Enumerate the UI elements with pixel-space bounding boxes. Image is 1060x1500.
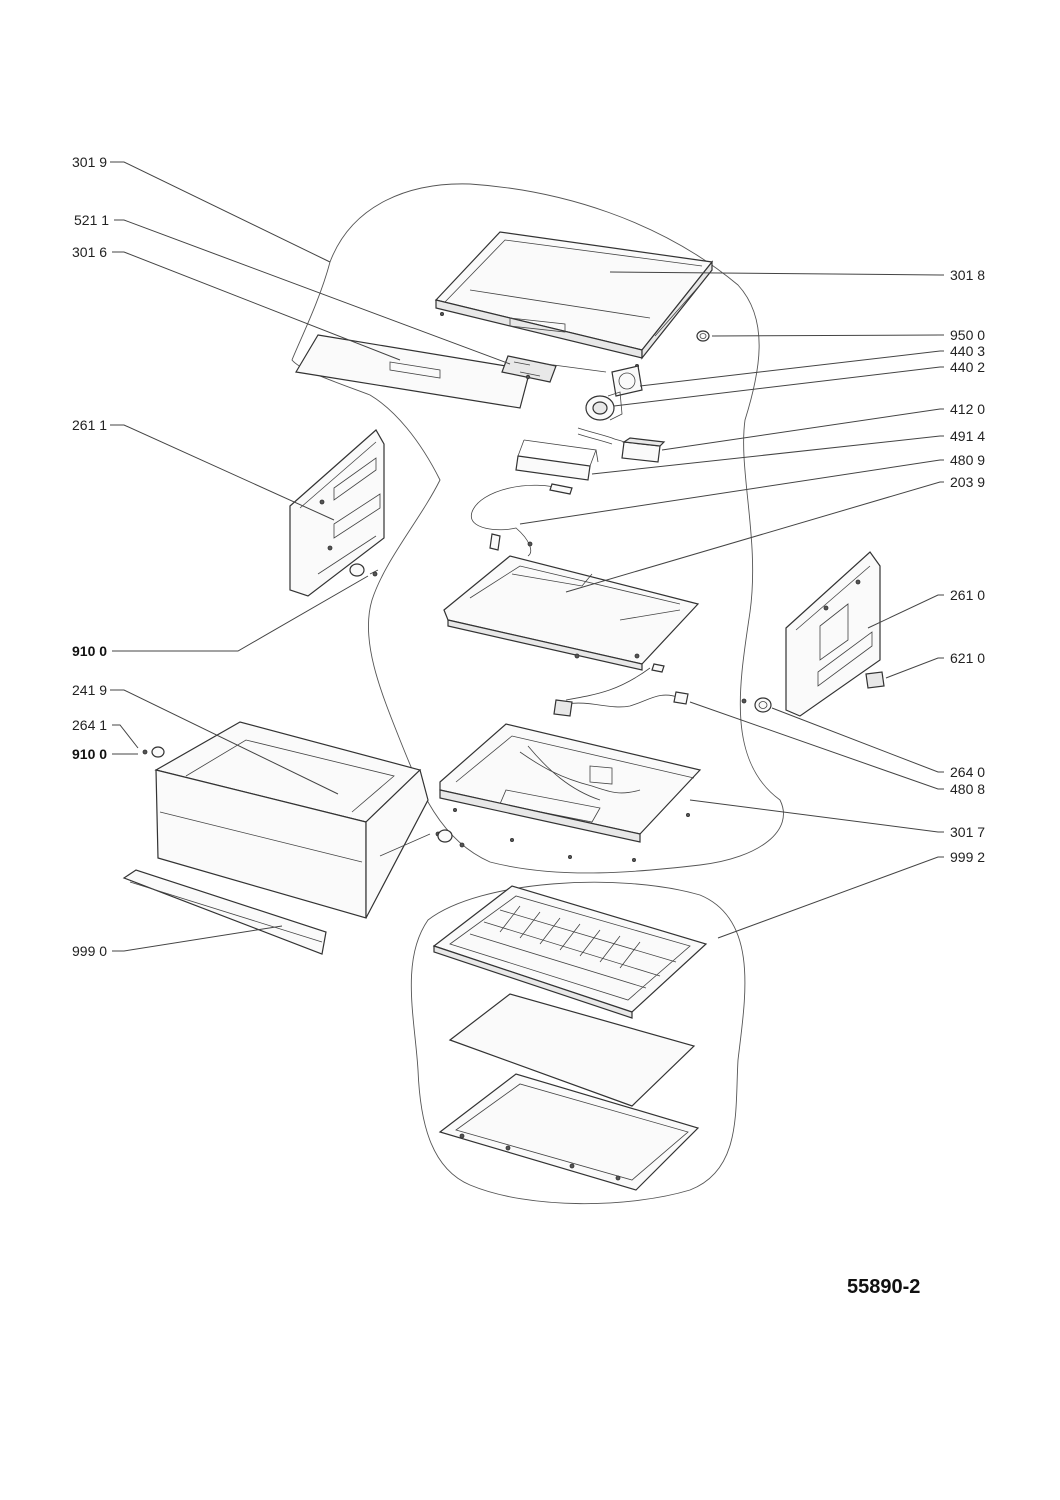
label-521-1: 521 1: [74, 212, 109, 228]
label-999-0: 999 0: [72, 943, 107, 959]
wiring-harness-part: [553, 663, 689, 717]
label-440-3: 440 3: [950, 343, 985, 359]
label-910-0-upper: 910 0: [72, 643, 107, 659]
heater-part: [577, 427, 625, 445]
label-480-9: 480 9: [950, 452, 985, 468]
label-480-8: 480 8: [950, 781, 985, 797]
evaporator-cover-part: [443, 555, 700, 671]
connector-box-part: [621, 437, 666, 463]
clip-part: [865, 671, 885, 689]
shelf-grille-part: [432, 885, 708, 1019]
small-cap-part: [696, 330, 710, 342]
label-491-4: 491 4: [950, 428, 985, 444]
label-264-0: 264 0: [950, 764, 985, 780]
label-301-8: 301 8: [950, 267, 985, 283]
top-cover-part: [434, 231, 714, 368]
lower-group-boundary: [410, 881, 746, 1205]
label-264-1: 264 1: [72, 717, 107, 733]
label-999-2: 999 2: [950, 849, 985, 865]
drawer-part: [154, 721, 441, 919]
label-strip-part: [295, 334, 531, 409]
label-412-0: 412 0: [950, 401, 985, 417]
right-knob-part: [741, 697, 772, 713]
control-board-part: [501, 355, 557, 383]
drawer-trim-part: [122, 869, 327, 955]
sensor-cable-part: [471, 483, 573, 557]
label-301-6: 301 6: [72, 244, 107, 260]
label-950-0: 950 0: [950, 327, 985, 343]
label-301-7: 301 7: [950, 824, 985, 840]
label-241-9: 241 9: [72, 682, 107, 698]
drawer-knob-part: [437, 829, 465, 848]
label-910-0-lower: 910 0: [72, 746, 107, 762]
left-bracket-screw-part: [349, 563, 379, 577]
label-261-1: 261 1: [72, 417, 107, 433]
fan-motor-part: [585, 391, 623, 421]
label-621-0: 621 0: [950, 650, 985, 666]
label-440-2: 440 2: [950, 359, 985, 375]
left-bracket-part: [289, 429, 385, 597]
drawing-number: 55890-2: [847, 1276, 921, 1298]
shelf-frame-part: [438, 1073, 700, 1191]
small-tray-part: [515, 439, 599, 481]
shelf-panel-part: [448, 993, 696, 1107]
bottom-housing-part: [439, 723, 702, 863]
label-301-9: 301 9: [72, 154, 107, 170]
right-bracket-part: [785, 551, 881, 717]
left-knob-part: [142, 746, 165, 758]
label-203-9: 203 9: [950, 474, 985, 490]
fan-part: [545, 363, 643, 397]
label-261-0: 261 0: [950, 587, 985, 603]
